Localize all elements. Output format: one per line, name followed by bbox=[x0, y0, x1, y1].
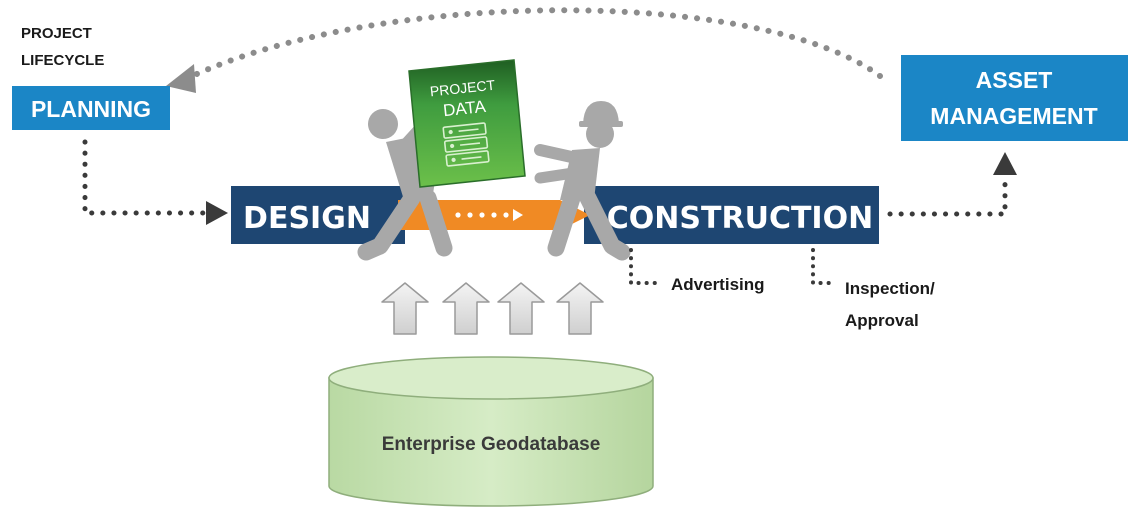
asset-arrowhead bbox=[993, 152, 1017, 175]
design-label: DESIGN bbox=[243, 201, 371, 236]
asset-management-box bbox=[901, 55, 1128, 141]
database-cylinder-icon bbox=[328, 356, 654, 507]
advertising-leader bbox=[629, 248, 660, 285]
design-bar bbox=[231, 186, 405, 244]
planning-box bbox=[12, 86, 170, 130]
advertising-label: Advertising bbox=[671, 275, 765, 294]
upward-arrows bbox=[381, 282, 604, 335]
return-arrowhead bbox=[166, 64, 196, 93]
asset-label-line2: MANAGEMENT bbox=[930, 103, 1097, 129]
inspection-label-line2: Approval bbox=[845, 311, 919, 330]
server-icon bbox=[442, 122, 490, 167]
construction-to-asset-connector bbox=[887, 175, 1008, 217]
right-person-figure-icon bbox=[534, 101, 631, 261]
asset-label-line1: ASSET bbox=[976, 67, 1053, 93]
construction-bar bbox=[584, 186, 879, 244]
inspection-label-line1: Inspection/ bbox=[845, 279, 935, 298]
up-arrow-icon bbox=[497, 282, 545, 335]
planning-label: PLANNING bbox=[31, 96, 151, 122]
lifecycle-title-line2: LIFECYCLE bbox=[21, 52, 104, 69]
lifecycle-title-line1: PROJECT bbox=[21, 25, 92, 42]
design-arrowhead bbox=[206, 201, 228, 225]
up-arrow-icon bbox=[381, 282, 429, 335]
planning-to-design-connector bbox=[82, 139, 208, 216]
project-data-card bbox=[408, 59, 526, 188]
database-label: Enterprise Geodatabase bbox=[382, 434, 601, 455]
transfer-arrow-dots bbox=[455, 209, 523, 221]
inspection-leader bbox=[811, 248, 838, 285]
up-arrow-icon bbox=[556, 282, 604, 335]
project-data-line2: DATA bbox=[442, 97, 487, 120]
construction-label: CONSTRUCTION bbox=[607, 201, 873, 236]
up-arrow-icon bbox=[442, 282, 490, 335]
return-arrow-dotted-curve bbox=[185, 7, 883, 81]
project-data-line1: PROJECT bbox=[429, 77, 496, 100]
